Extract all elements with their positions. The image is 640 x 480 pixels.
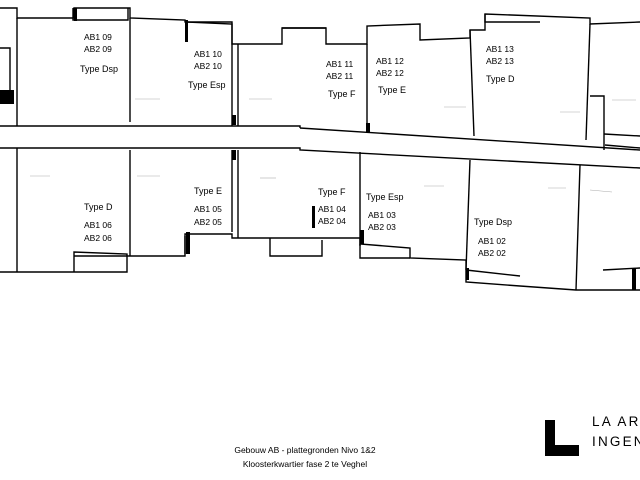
unit-label: AB2 09 [84, 44, 112, 54]
room-labels-top: AB1 09 AB2 09 Type Dsp AB1 10 AB2 10 Typ… [80, 32, 515, 99]
unit-label: AB2 02 [478, 248, 506, 258]
type-label: Type Dsp [80, 64, 118, 74]
unit-label: AB2 11 [326, 71, 354, 81]
logo-text-line-1: LA AR [592, 414, 640, 429]
room-labels-bottom: Type D AB1 06 AB2 06 Type E AB1 05 AB2 0… [84, 186, 512, 258]
unit-label: AB2 12 [376, 68, 404, 78]
unit-label: AB1 02 [478, 236, 506, 246]
unit-label: AB2 13 [486, 56, 514, 66]
type-label: Type F [318, 187, 346, 197]
unit-label: AB1 13 [486, 44, 514, 54]
unit-label: AB2 04 [318, 216, 346, 226]
unit-label: AB2 05 [194, 217, 222, 227]
unit-label: AB2 03 [368, 222, 396, 232]
dark-wall-segments [0, 8, 636, 290]
unit-label: AB2 10 [194, 61, 222, 71]
walls [0, 7, 640, 291]
unit-label: AB1 10 [194, 49, 222, 59]
unit-label: AB1 04 [318, 204, 346, 214]
type-label: Type E [378, 85, 406, 95]
type-label: Type D [486, 74, 515, 84]
drawing-caption-subtitle: Kloosterkwartier fase 2 te Veghel [242, 459, 368, 469]
unit-label: AB1 03 [368, 210, 396, 220]
type-label: Type Esp [366, 192, 404, 202]
type-label: Type Dsp [474, 217, 512, 227]
type-label: Type E [194, 186, 222, 196]
drawing-caption-title: Gebouw AB - plattegronden Nivo 1&2 [234, 445, 376, 455]
unit-label: AB1 05 [194, 204, 222, 214]
logo-text-line-2: INGEN [592, 434, 640, 449]
unit-label: AB1 11 [326, 59, 354, 69]
unit-label: AB1 09 [84, 32, 112, 42]
logo-icon [545, 420, 579, 456]
unit-label: AB2 06 [84, 233, 112, 243]
type-label: Type F [328, 89, 356, 99]
type-label: Type D [84, 202, 113, 212]
faint-room-marks [30, 98, 636, 193]
unit-label: AB1 06 [84, 220, 112, 230]
unit-label: AB1 12 [376, 56, 404, 66]
type-label: Type Esp [188, 80, 226, 90]
